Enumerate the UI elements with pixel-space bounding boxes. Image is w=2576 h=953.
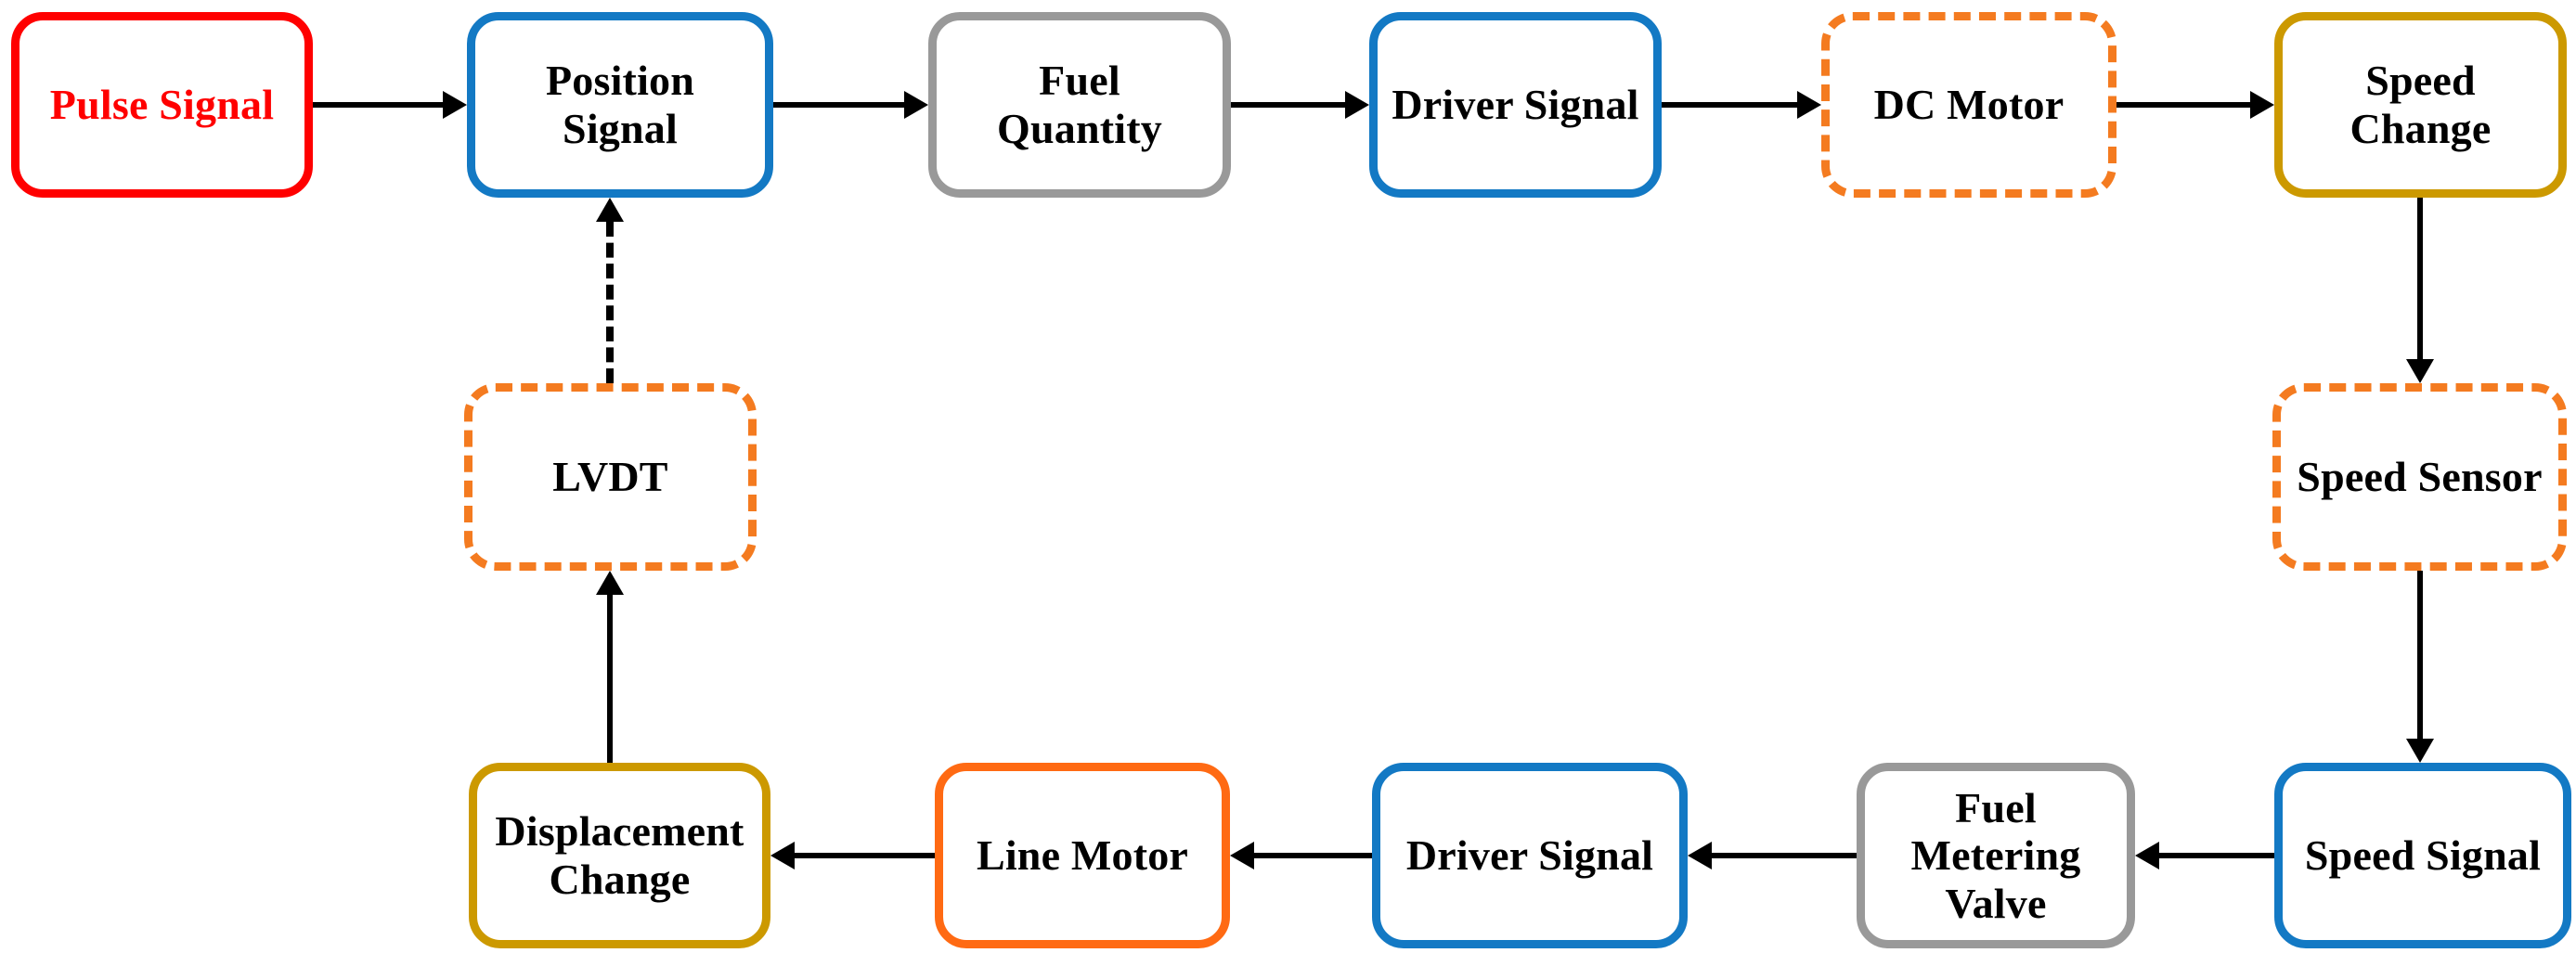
node-driver-signal-top[interactable]: Driver Signal (1369, 12, 1662, 198)
node-label: DC Motor (1873, 81, 2065, 129)
node-label: Displacement Change (495, 807, 744, 903)
node-displacement-change[interactable]: Displacement Change (469, 763, 770, 948)
edge-shaft (2417, 571, 2423, 739)
edge-shaft (773, 102, 904, 108)
node-driver-signal-bottom[interactable]: Driver Signal (1372, 763, 1688, 948)
arrowhead-right-icon (2250, 91, 2274, 119)
node-lvdt[interactable]: LVDT (464, 383, 757, 571)
node-label: Driver Signal (1392, 81, 1639, 129)
edge-pulse-to-position (313, 91, 467, 119)
node-fuel-quantity[interactable]: Fuel Quantity (928, 12, 1231, 198)
node-label: Speed Signal (2304, 831, 2542, 880)
arrowhead-left-icon (2135, 842, 2159, 869)
node-label: Speed Change (2349, 57, 2492, 152)
edge-position-to-fuelqty (773, 91, 928, 119)
node-pulse-signal[interactable]: Pulse Signal (11, 12, 313, 198)
edge-shaft (1231, 102, 1345, 108)
node-label: Driver Signal (1405, 831, 1654, 880)
node-label: Line Motor (976, 831, 1189, 880)
node-dc-motor[interactable]: DC Motor (1821, 12, 2116, 198)
edge-speedsignal-to-fmv (2135, 842, 2274, 869)
arrowhead-left-icon (1230, 842, 1254, 869)
node-label: Speed Sensor (2297, 453, 2543, 501)
node-label: LVDT (552, 453, 668, 501)
node-label: Pulse Signal (49, 81, 275, 129)
node-position-signal[interactable]: Position Signal (467, 12, 773, 198)
arrowhead-down-icon (2406, 739, 2434, 763)
edge-speedchange-to-speedsensor (2406, 198, 2434, 383)
edge-driverbottom-to-linemotor (1230, 842, 1372, 869)
arrowhead-up-icon (596, 571, 624, 595)
node-fuel-metering-valve[interactable]: Fuel Metering Valve (1857, 763, 2135, 948)
edge-shaft (1712, 853, 1857, 858)
edge-shaft (2116, 102, 2250, 108)
edge-driver-to-dcmotor (1662, 91, 1821, 119)
edge-displacement-to-lvdt (596, 571, 624, 763)
node-label: Fuel Quantity (997, 57, 1162, 152)
arrowhead-right-icon (1345, 91, 1369, 119)
edge-fuelqty-to-driver (1231, 91, 1369, 119)
arrowhead-right-icon (904, 91, 928, 119)
edge-dcmotor-to-speedchange (2116, 91, 2274, 119)
arrowhead-down-icon (2406, 359, 2434, 383)
edge-shaft (313, 102, 443, 108)
arrowhead-right-icon (443, 91, 467, 119)
node-speed-change[interactable]: Speed Change (2274, 12, 2567, 198)
arrowhead-up-icon (596, 198, 624, 222)
edge-fmv-to-driverbottom (1688, 842, 1857, 869)
arrowhead-right-icon (1797, 91, 1821, 119)
node-speed-signal[interactable]: Speed Signal (2274, 763, 2571, 948)
edge-shaft (1662, 102, 1797, 108)
node-label: Position Signal (545, 57, 695, 152)
node-label: Fuel Metering Valve (1910, 783, 2081, 927)
edge-shaft (607, 595, 613, 763)
edge-speedsensor-to-speedsignal (2406, 571, 2434, 763)
node-speed-sensor[interactable]: Speed Sensor (2272, 383, 2567, 571)
arrowhead-left-icon (1688, 842, 1712, 869)
edge-lvdt-to-position (596, 198, 624, 383)
edge-shaft (2417, 198, 2423, 359)
edge-shaft (2159, 853, 2274, 858)
arrowhead-left-icon (770, 842, 795, 869)
edge-shaft-dashed (606, 222, 614, 383)
edge-linemotor-to-displacement (770, 842, 935, 869)
edge-shaft (795, 853, 935, 858)
node-line-motor[interactable]: Line Motor (935, 763, 1230, 948)
edge-shaft (1254, 853, 1372, 858)
